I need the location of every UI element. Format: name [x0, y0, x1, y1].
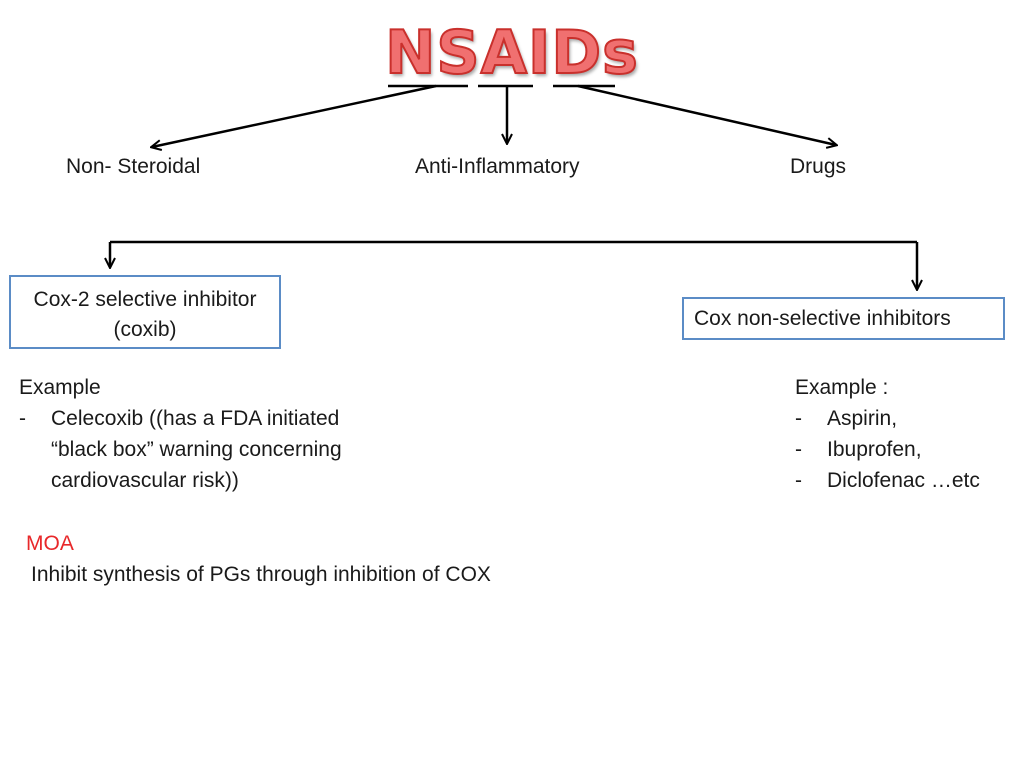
- moa-text: Inhibit synthesis of PGs through inhibit…: [31, 563, 491, 586]
- cox2-box-line2: (coxib): [113, 318, 177, 341]
- list-item-line: Celecoxib ((has a FDA initiated: [51, 407, 340, 430]
- list-item-line: “black box” warning concerning: [51, 438, 342, 461]
- arrow-to-drugs: [577, 84, 836, 145]
- right-example-list: - Aspirin, - Ibuprofen, - Diclofenac …et…: [795, 403, 980, 496]
- list-dash: -: [795, 407, 802, 430]
- acronym-drugs: Drugs: [790, 155, 847, 178]
- left-example-block: Example - Celecoxib ((has a FDA initiate…: [19, 372, 342, 496]
- moa-block: MOA Inhibit synthesis of PGs through inh…: [26, 528, 491, 590]
- list-item-text: Ibuprofen,: [827, 438, 922, 461]
- list-item: - Celecoxib ((has a FDA initiated “black…: [19, 403, 342, 496]
- cox2-selective-box: Cox-2 selective inhibitor (coxib): [9, 275, 281, 349]
- nonselective-box-label: Cox non-selective inhibitors: [694, 307, 951, 330]
- cox2-box-line1: Cox-2 selective inhibitor: [33, 288, 257, 311]
- moa-heading: MOA: [26, 532, 74, 555]
- list-item: - Ibuprofen,: [795, 434, 980, 465]
- slide-title: NSAIDs: [384, 17, 639, 89]
- list-item: - Diclofenac …etc: [795, 465, 980, 496]
- acronym-non-steroidal: Non- Steroidal: [66, 155, 201, 178]
- list-item: - Aspirin,: [795, 403, 980, 434]
- left-example-list: - Celecoxib ((has a FDA initiated “black…: [19, 403, 342, 496]
- list-dash: -: [795, 438, 802, 461]
- right-example-heading: Example :: [795, 376, 889, 399]
- list-item-text: Diclofenac …etc: [827, 469, 980, 492]
- acronym-anti-inflammatory: Anti-Inflammatory: [415, 155, 580, 178]
- list-dash: -: [795, 469, 802, 492]
- arrow-to-non-steroidal: [152, 84, 437, 147]
- right-example-block: Example : - Aspirin, - Ibuprofen, - Dicl…: [795, 372, 980, 496]
- list-dash: -: [19, 407, 26, 430]
- left-example-heading: Example: [19, 376, 101, 399]
- list-item-text: Aspirin,: [827, 407, 898, 430]
- list-item-line: cardiovascular risk)): [51, 469, 239, 492]
- cox-nonselective-box: Cox non-selective inhibitors: [682, 297, 1005, 340]
